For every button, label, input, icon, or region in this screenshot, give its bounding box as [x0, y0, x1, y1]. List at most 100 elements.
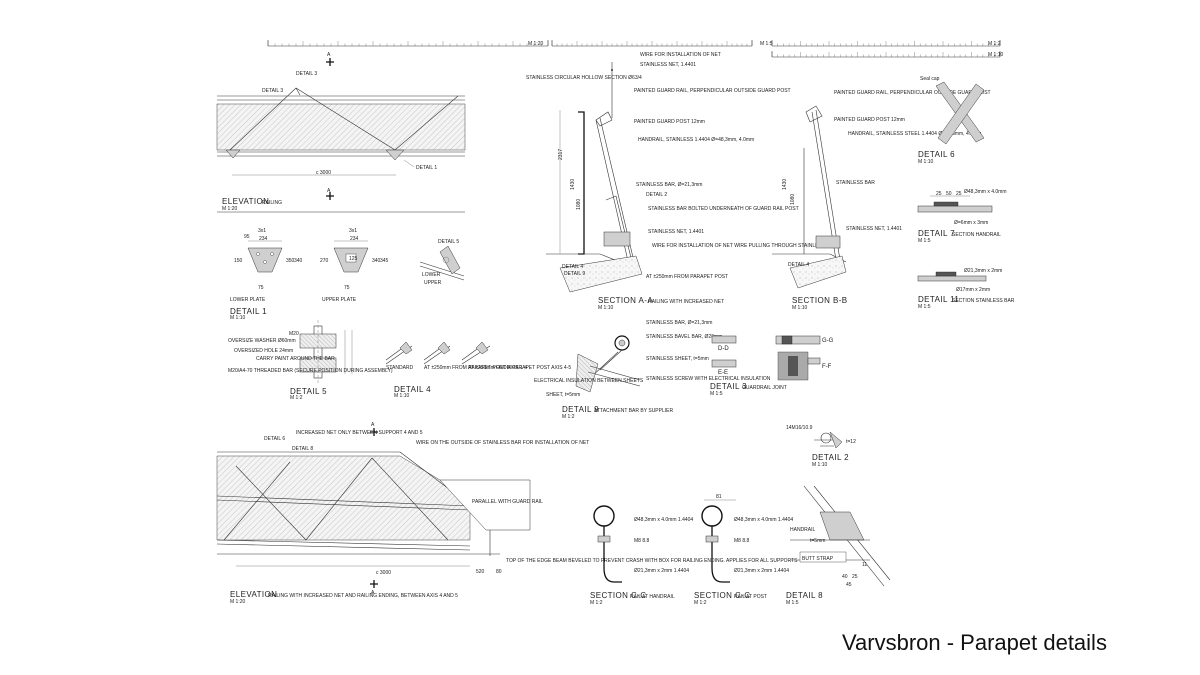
- scc2-note-1: Ø48,3mm x 4.0mm 1.4404: [734, 517, 793, 523]
- section-bb: 1430 1080 PAINTED GUARD RAIL, PERPENDICU…: [772, 90, 991, 311]
- saa-note-3: STAINLESS CIRCULAR HOLLOW SECTION Ø63/4: [526, 75, 642, 81]
- label-detail1: DETAIL 1: [416, 165, 437, 171]
- elev-b-note-2: DETAIL 8: [292, 446, 313, 452]
- section-bb-title: SECTION B-B: [792, 296, 848, 305]
- scale-bar-1-label: M 1:20: [528, 41, 544, 47]
- detail9: STAINLESS BAR, Ø=21,3mm STAINLESS BAVEL …: [534, 320, 771, 420]
- d1-dim-14: 75: [344, 285, 350, 291]
- elev-b-note-5: PARALLEL WITH GUARD RAIL: [472, 499, 543, 505]
- section-mark-a-bottom-2: A: [371, 590, 375, 596]
- d5-note-5: M20/A4-70 THREADED BAR (SECURE POSITION …: [228, 368, 393, 374]
- elevation-top-title: ELEVATION: [222, 197, 269, 206]
- detail7-title: DETAIL 7: [918, 229, 955, 238]
- label-detail3-a: DETAIL 3: [296, 71, 317, 77]
- section-cc2-subtitle: RAIL AT POST: [734, 594, 767, 600]
- lower-plate-shape: [247, 247, 283, 273]
- elevation-top: A DETAIL 3 DETAIL 3 DETAIL 1 c 3000 ELEV…: [216, 52, 466, 213]
- d11-note-2: Ø17mm x 2mm: [956, 287, 990, 293]
- detail11-scale: M 1:5: [918, 304, 931, 310]
- detail5-title: DETAIL 5: [290, 387, 327, 396]
- elev-b-note-3: INCREASED NET ONLY BETWEEN SUPPORT 4 AND…: [296, 430, 423, 436]
- upper-plate-label: UPPER PLATE: [322, 297, 357, 303]
- saa-note-4: PAINTED GUARD RAIL, PERPENDICULAR OUTSID…: [634, 88, 791, 94]
- section-cc2-title: SECTION C-C: [694, 591, 750, 600]
- detail8-title: DETAIL 8: [786, 591, 823, 600]
- detail5-small-label: DETAIL 5: [438, 239, 459, 245]
- section-bb-scale: M 1:10: [792, 305, 808, 311]
- scc2-note-3: Ø21,3mm x 2mm 1.4404: [734, 568, 789, 574]
- dimension-80: 80: [496, 569, 502, 575]
- d1-dim-5: 350: [286, 258, 295, 264]
- d3-label-ee: E-E: [718, 370, 728, 376]
- detail6-seal-cap: Seal cap: [920, 76, 940, 82]
- d7-dim-2: 50: [946, 191, 952, 197]
- d1-dim-8: 3x1: [349, 228, 357, 234]
- label-detail3-b: DETAIL 3: [262, 88, 283, 94]
- d1-dim-9: 234: [350, 236, 359, 242]
- elevation-top-scale: M 1:20: [222, 206, 238, 212]
- upper-label: UPPER: [424, 280, 442, 286]
- d3-label-ff: F-F: [822, 364, 832, 370]
- d4-label-axis45: AT ±250mm FROM PARAPET POST AXIS 4-5: [468, 365, 571, 371]
- detail2-title: DETAIL 2: [812, 453, 849, 462]
- d1-dim-3: 95: [244, 234, 250, 240]
- saa-note-6: HANDRAIL, STAINLESS 1.4404 Ø=48,3mm, 4.0…: [638, 137, 754, 143]
- d7-note-1: Ø48,3mm x 4.0mm: [964, 189, 1007, 195]
- saa-note-5: PAINTED GUARD POST 12mm: [634, 119, 705, 125]
- saa-note-8: DETAIL 2: [646, 192, 667, 198]
- d8-note-butt-strap: BUTT STRAP: [802, 556, 834, 562]
- scc1-note-2: M8 8.8: [634, 538, 650, 544]
- dimension-c3000-top: c 3000: [316, 170, 331, 176]
- d8-dim-25: 25: [852, 574, 858, 580]
- sbb-note-1: PAINTED GUARD RAIL, PERPENDICULAR OUTSID…: [834, 90, 991, 96]
- detail1: 3x1 234 95 150 350 340 75 3x1 234 125 27…: [230, 228, 389, 321]
- d3-label-gg: G-G: [822, 338, 834, 344]
- section-cc2-scale: M 1:2: [694, 600, 707, 606]
- d5-note-2: OVERSIZE WASHER Ø60mm: [228, 338, 296, 344]
- d8-note-handrail: HANDRAIL: [790, 527, 816, 533]
- d7-dim-1: 25: [936, 191, 942, 197]
- detail6: Seal cap DETAIL 6 M 1:10: [918, 76, 985, 165]
- saa-note-2: STAINLESS NET, 1.4401: [640, 62, 696, 68]
- d1-dim-10: 125: [349, 256, 358, 262]
- scale-bar-4-label: M 1:10: [988, 52, 1004, 58]
- detail1-scale: M 1:10: [230, 315, 246, 321]
- elev-b-note-4: WIRE ON THE OUTSIDE OF STAINLESS BAR FOR…: [416, 440, 589, 446]
- section-aa-scale: M 1:10: [598, 305, 614, 311]
- detail9-scale: M 1:2: [562, 414, 575, 420]
- d11-note-1: Ø21,3mm x 2mm: [964, 268, 1002, 274]
- section-mark-a-top-2: A: [371, 422, 375, 428]
- saa-note-14: AT ±250mm FROM PARAPET POST: [646, 274, 728, 280]
- detail7-subtitle: SECTION HANDRAIL: [952, 232, 1001, 238]
- lower-plate-label: LOWER PLATE: [230, 297, 266, 303]
- detail6-title: DETAIL 6: [918, 150, 955, 159]
- section-cc1-subtitle: RAIL AT HANDRAIL: [630, 594, 675, 600]
- d5-note-4: CARRY PAINT AROUND THE BAR: [256, 356, 335, 362]
- d3-label-dd: D-D: [718, 346, 729, 352]
- elev-b-note-6: TOP OF THE EDGE BEAM BEVELED TO PREVENT …: [506, 558, 798, 564]
- detail2: 14M16/10.9 t=12 DETAIL 2 M 1:10: [786, 425, 856, 468]
- section-cc1-scale: M 1:2: [590, 600, 603, 606]
- detail5-scale: M 1:2: [290, 395, 303, 401]
- d7-note-2: Ø=6mm x 3mm: [954, 220, 988, 226]
- saa-note-9: STAINLESS BAR BOLTED UNDERNEATH OF GUARD…: [648, 206, 799, 212]
- scc1-note-3: Ø21,3mm x 2mm 1.4404: [634, 568, 689, 574]
- sbb-note-3: HANDRAIL, STAINLESS STEEL 1.4404 Ø=48,3m…: [848, 131, 981, 137]
- saa-note-11: WIRE FOR INSTALLATION OF NET WIRE PULLIN…: [652, 243, 841, 249]
- d8-dim-45: 45: [846, 582, 852, 588]
- scc2-dim-81: 81: [716, 494, 722, 500]
- d9-note-4: STAINLESS SCREW WITH ELECTRICAL INSULATI…: [646, 376, 771, 382]
- detail4: STANDARD AT ±250mm FROM PARAPET POST AXI…: [385, 341, 571, 399]
- detail8: HANDRAIL t=5mm BUTT STRAP 40 25 45 11 DE…: [786, 485, 891, 606]
- d9-note-1: STAINLESS BAR, Ø=21,3mm: [646, 320, 712, 326]
- slide-title: Varvsbron - Parapet details: [842, 630, 1107, 655]
- saa-note-10: STAINLESS NET, 1.4401: [648, 229, 704, 235]
- net-panel-bottom: [216, 455, 471, 541]
- section-mark-a-bottom: A: [327, 188, 331, 194]
- section-aa-title: SECTION A-A: [598, 296, 653, 305]
- scale-bar-3: M 1:5 M 1:2: [760, 40, 1001, 47]
- d1-dim-1: 3x1: [258, 228, 266, 234]
- saa-note-1: WIRE FOR INSTALLATION OF NET: [640, 52, 721, 58]
- d8-dim-40: 40: [842, 574, 848, 580]
- detail6-scale: M 1:10: [918, 159, 934, 165]
